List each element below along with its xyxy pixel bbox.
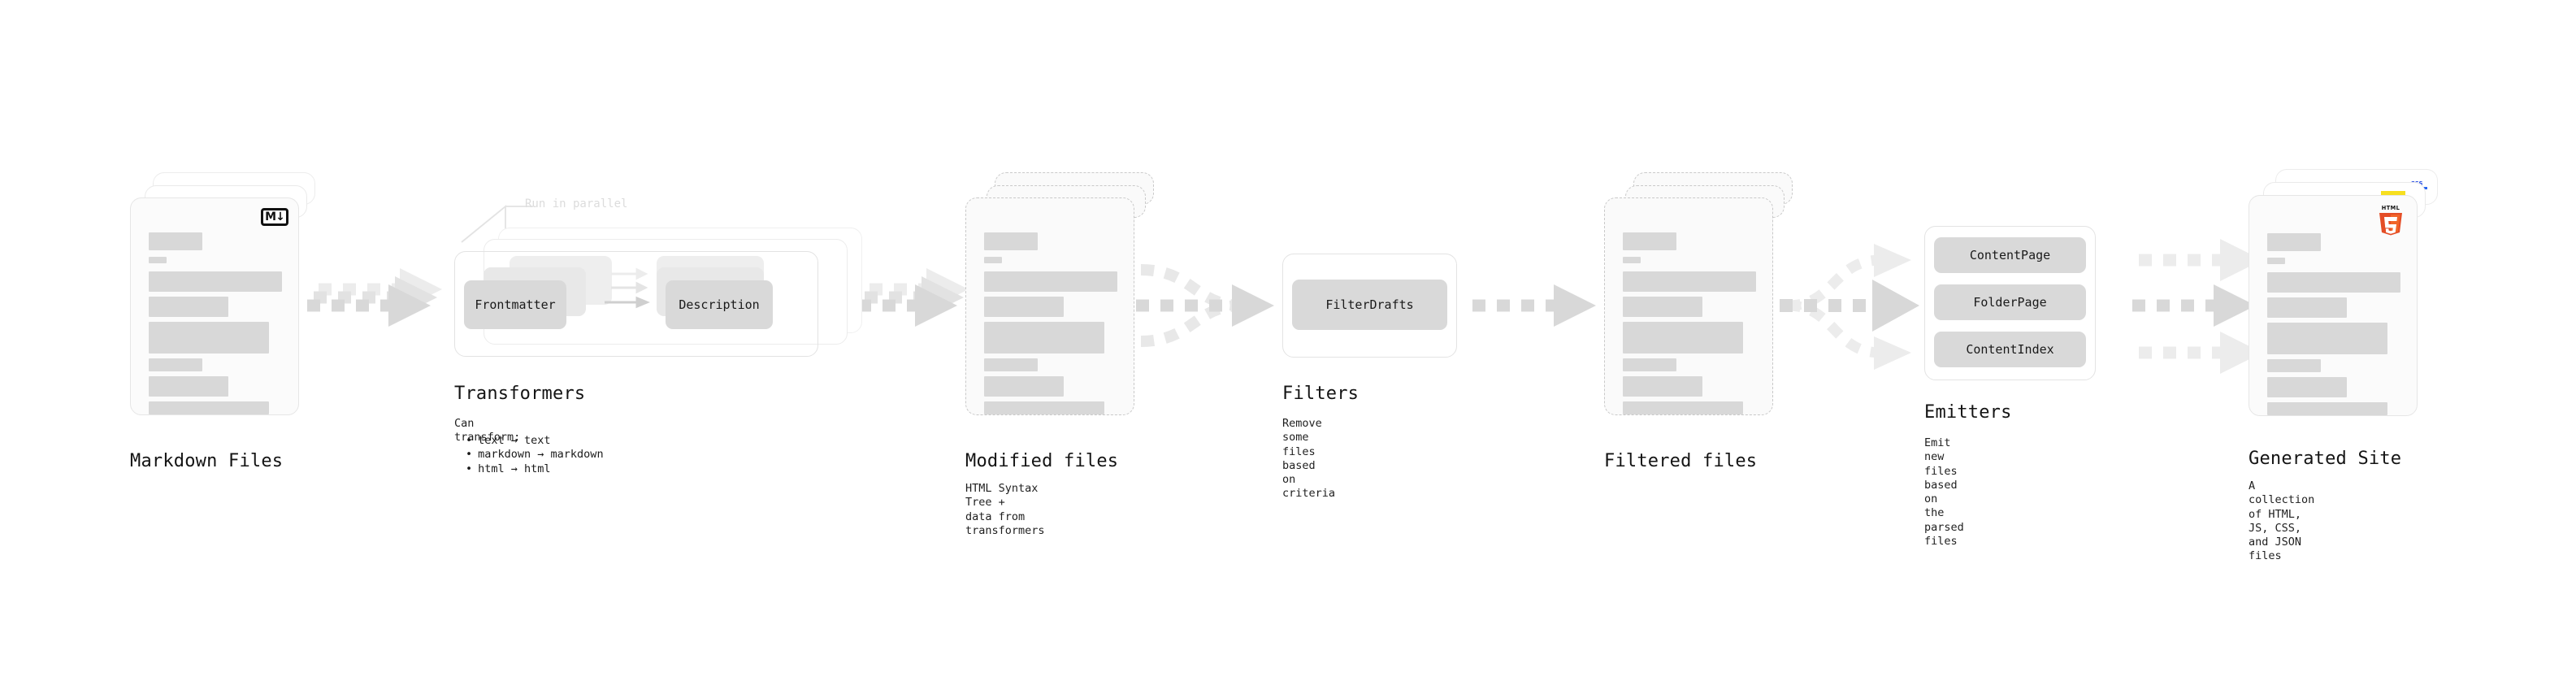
page-title-filters: Filters <box>1282 384 1360 404</box>
transformer-group-front <box>454 251 818 357</box>
connector-markdown-to-transformers <box>307 268 442 327</box>
list-item: html → html <box>466 462 604 476</box>
modified-doc-front <box>965 197 1134 415</box>
filtered-doc-front <box>1604 197 1773 415</box>
markdown-icon: M↓ <box>261 208 288 226</box>
emitter-chip-contentindex[interactable]: ContentIndex <box>1934 332 2086 367</box>
list-item: text → text <box>466 434 604 448</box>
emitter-chip-contentpage[interactable]: ContentPage <box>1934 237 2086 273</box>
modified-files-caption: HTML Syntax Tree + data from transformer… <box>965 482 1045 537</box>
markdown-doc-front: M↓ <box>130 197 299 415</box>
emitters-caption: Emit new files based on the parsed files <box>1924 436 1964 548</box>
emitter-chip-folderpage[interactable]: FolderPage <box>1934 284 2086 320</box>
page-title-transformers: Transformers <box>454 384 586 404</box>
transformer-inner-arrows <box>605 267 650 309</box>
html5-icon: HTML <box>2376 204 2405 236</box>
page-title-filtered-files: Filtered files <box>1604 451 1758 471</box>
connector-filters-to-filtered <box>1472 284 1596 327</box>
transformer-chip-frontmatter[interactable]: Frontmatter <box>464 280 566 329</box>
page-title-emitters: Emitters <box>1924 402 2012 423</box>
filters-caption: Remove some files based on criteria <box>1282 417 1336 501</box>
page-title-modified-files: Modified files <box>965 451 1119 471</box>
generated-site-caption: A collection of HTML, JS, CSS, and JSON … <box>2249 479 2315 563</box>
run-in-parallel-leader <box>461 205 533 243</box>
transformers-bullet-list: text → text markdown → markdown html → h… <box>454 434 604 476</box>
site-doc-front: HTML <box>2249 195 2418 416</box>
list-item: markdown → markdown <box>466 448 603 462</box>
page-title-markdown-files: Markdown Files <box>130 451 284 471</box>
connector-modified-to-filters <box>1136 264 1274 347</box>
connector-filtered-to-emitters <box>1780 244 1919 370</box>
connector-emitters-to-site <box>2132 239 2262 374</box>
page-title-generated-site: Generated Site <box>2249 449 2402 469</box>
svg-text:HTML: HTML <box>2382 205 2400 211</box>
transformer-chip-description[interactable]: Description <box>666 280 773 329</box>
filter-chip-filterdrafts[interactable]: FilterDrafts <box>1292 280 1447 330</box>
run-in-parallel-note: Run in parallel <box>525 197 628 210</box>
